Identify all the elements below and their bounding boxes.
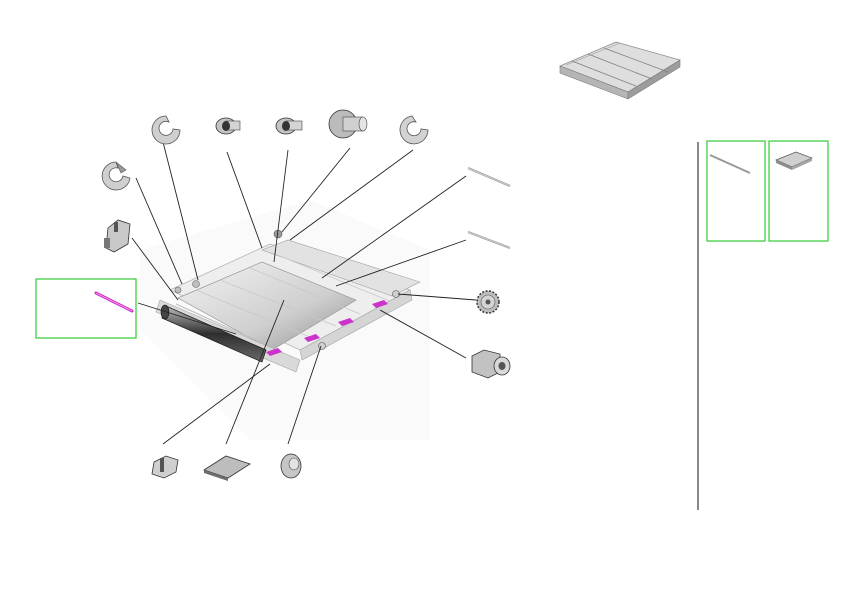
e-ring-icon bbox=[399, 115, 429, 145]
side-item-assembly-box bbox=[768, 140, 829, 242]
bushing-icon bbox=[328, 109, 368, 139]
cap-icon bbox=[280, 453, 302, 479]
e-ring-icon bbox=[151, 115, 181, 145]
shaft-icon bbox=[467, 230, 511, 250]
assembly-icon bbox=[775, 151, 813, 170]
pin-icon bbox=[94, 291, 134, 313]
side-panel bbox=[697, 140, 829, 510]
coupling-icon bbox=[471, 349, 511, 379]
bracket-icon bbox=[151, 455, 179, 479]
screw-icon bbox=[215, 117, 241, 135]
pad-icon bbox=[203, 455, 251, 481]
side-item-shaft-box bbox=[706, 140, 766, 242]
e-ring-icon bbox=[101, 161, 131, 191]
assembly-thumbnail bbox=[556, 5, 681, 135]
gear-icon bbox=[476, 290, 500, 314]
shaft-icon bbox=[467, 166, 511, 188]
callout-box-pin bbox=[35, 278, 137, 339]
screw-icon bbox=[275, 117, 303, 135]
main-assembly bbox=[140, 200, 430, 440]
shaft-icon bbox=[709, 154, 751, 174]
bracket-icon bbox=[104, 219, 131, 253]
leader-lines bbox=[131, 141, 477, 445]
